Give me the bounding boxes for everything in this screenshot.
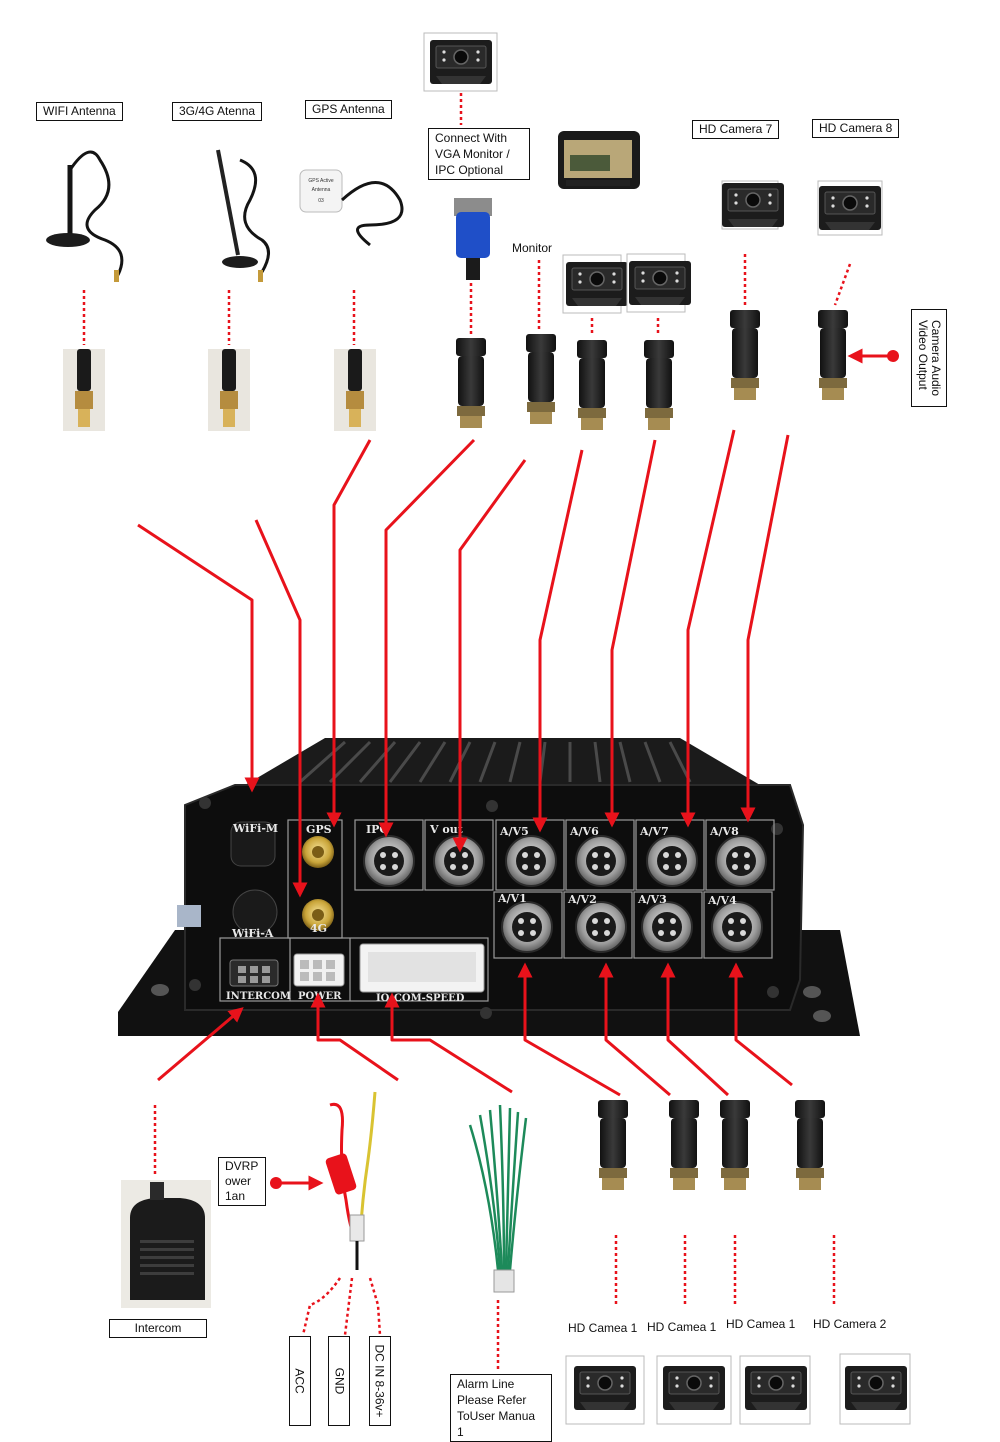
monitor-image [558,131,640,189]
gps-antenna-image: GPS Active Antenna 03 [299,169,404,247]
vga-connector-image [454,198,492,280]
camera-icon [739,1355,811,1425]
port-power-label: POWER [298,991,342,1002]
wifi-antenna-label: WIFI Antenna [36,102,123,121]
aviation-plug-image [795,1100,825,1190]
svg-text:GPS Active: GPS Active [308,178,334,184]
camera-icon [656,1355,732,1425]
port-intercom-label: INTERCOM [226,991,291,1002]
camera-icon [839,1353,911,1425]
svg-text:03: 03 [318,198,324,204]
port-wifi-m-label: WiFi-M [232,822,278,835]
port-av7-label: A/V7 [639,825,669,838]
hd-camera-1a-label: HD Camea 1 [568,1321,638,1335]
port-gps-label: GPS [306,823,332,836]
intercom-mic-image [121,1180,211,1308]
camera-audio-video-output-label: Camera Audio Video Output [911,309,947,407]
dvr-device [118,738,860,1036]
aviation-plug-image [818,310,848,400]
power-cable-image [325,1091,377,1270]
camera-icon [562,254,629,314]
aviation-plug-image [669,1100,699,1190]
camera-icon [626,253,692,313]
aviation-plug-image [720,1100,750,1190]
dvr-power-label: DVRP ower 1an [218,1157,266,1206]
hd-camera-7-label: HD Camera 7 [692,120,780,139]
4g-antenna-label: 3G/4G Atenna [172,102,263,121]
aviation-plug-image [526,334,556,424]
hd-camera-2-label: HD Camera 2 [813,1317,887,1331]
aviation-plug-image [598,1100,628,1190]
connector-lines-top [137,429,790,898]
dc-in-label: DC IN 8-36v+ [369,1336,391,1426]
camera-icon [721,180,785,230]
intercom-label: Intercom [109,1319,207,1338]
port-av2-label: A/V2 [567,893,597,906]
aviation-plug-image [730,310,760,400]
dotted-guides-top [82,93,852,345]
acc-label: ACC [289,1336,311,1426]
aviation-plug-image [577,340,607,430]
dotted-guides-bottom [153,1105,836,1370]
port-vout-label: V out [429,823,464,836]
port-wifi-a-label: WiFi-A [231,927,274,940]
aviation-plug-image [644,340,674,430]
svg-text:Antenna: Antenna [312,187,331,193]
camera-icon [817,180,883,236]
port-4g-label: 4G [310,922,327,935]
vga-monitor-label: Connect With VGA Monitor / IPC Optional [428,128,530,180]
aviation-plug-image [456,338,486,428]
camera-icon [423,32,498,92]
connector-lines-bottom [157,962,793,1097]
port-av4-label: A/V4 [707,894,737,907]
port-av1-label: A/V1 [497,892,527,905]
dvr-power-pointer [270,1175,324,1191]
hd-camera-1b-label: HD Camea 1 [647,1320,717,1334]
hd-camera-1c-label: HD Camea 1 [726,1317,796,1331]
wifi-antenna-image [46,150,124,282]
camera-icon [565,1355,645,1425]
port-io-com-speed-label: IO-COM-SPEED [376,993,465,1004]
monitor-label: Monitor [512,241,553,255]
gnd-label: GND [328,1336,350,1426]
port-av6-label: A/V6 [569,825,599,838]
hd-camera-8-label: HD Camera 8 [812,119,900,138]
port-av8-label: A/V8 [709,825,739,838]
alarm-line-label: Alarm Line Please Refer ToUser Manua 1 [450,1374,552,1442]
port-av5-label: A/V5 [499,825,529,838]
alarm-wire-harness-image [468,1104,528,1293]
4g-antenna-image [216,149,270,282]
gps-antenna-label: GPS Antenna [305,100,392,119]
port-av3-label: A/V3 [637,893,667,906]
camera-audio-pointer [847,348,899,364]
